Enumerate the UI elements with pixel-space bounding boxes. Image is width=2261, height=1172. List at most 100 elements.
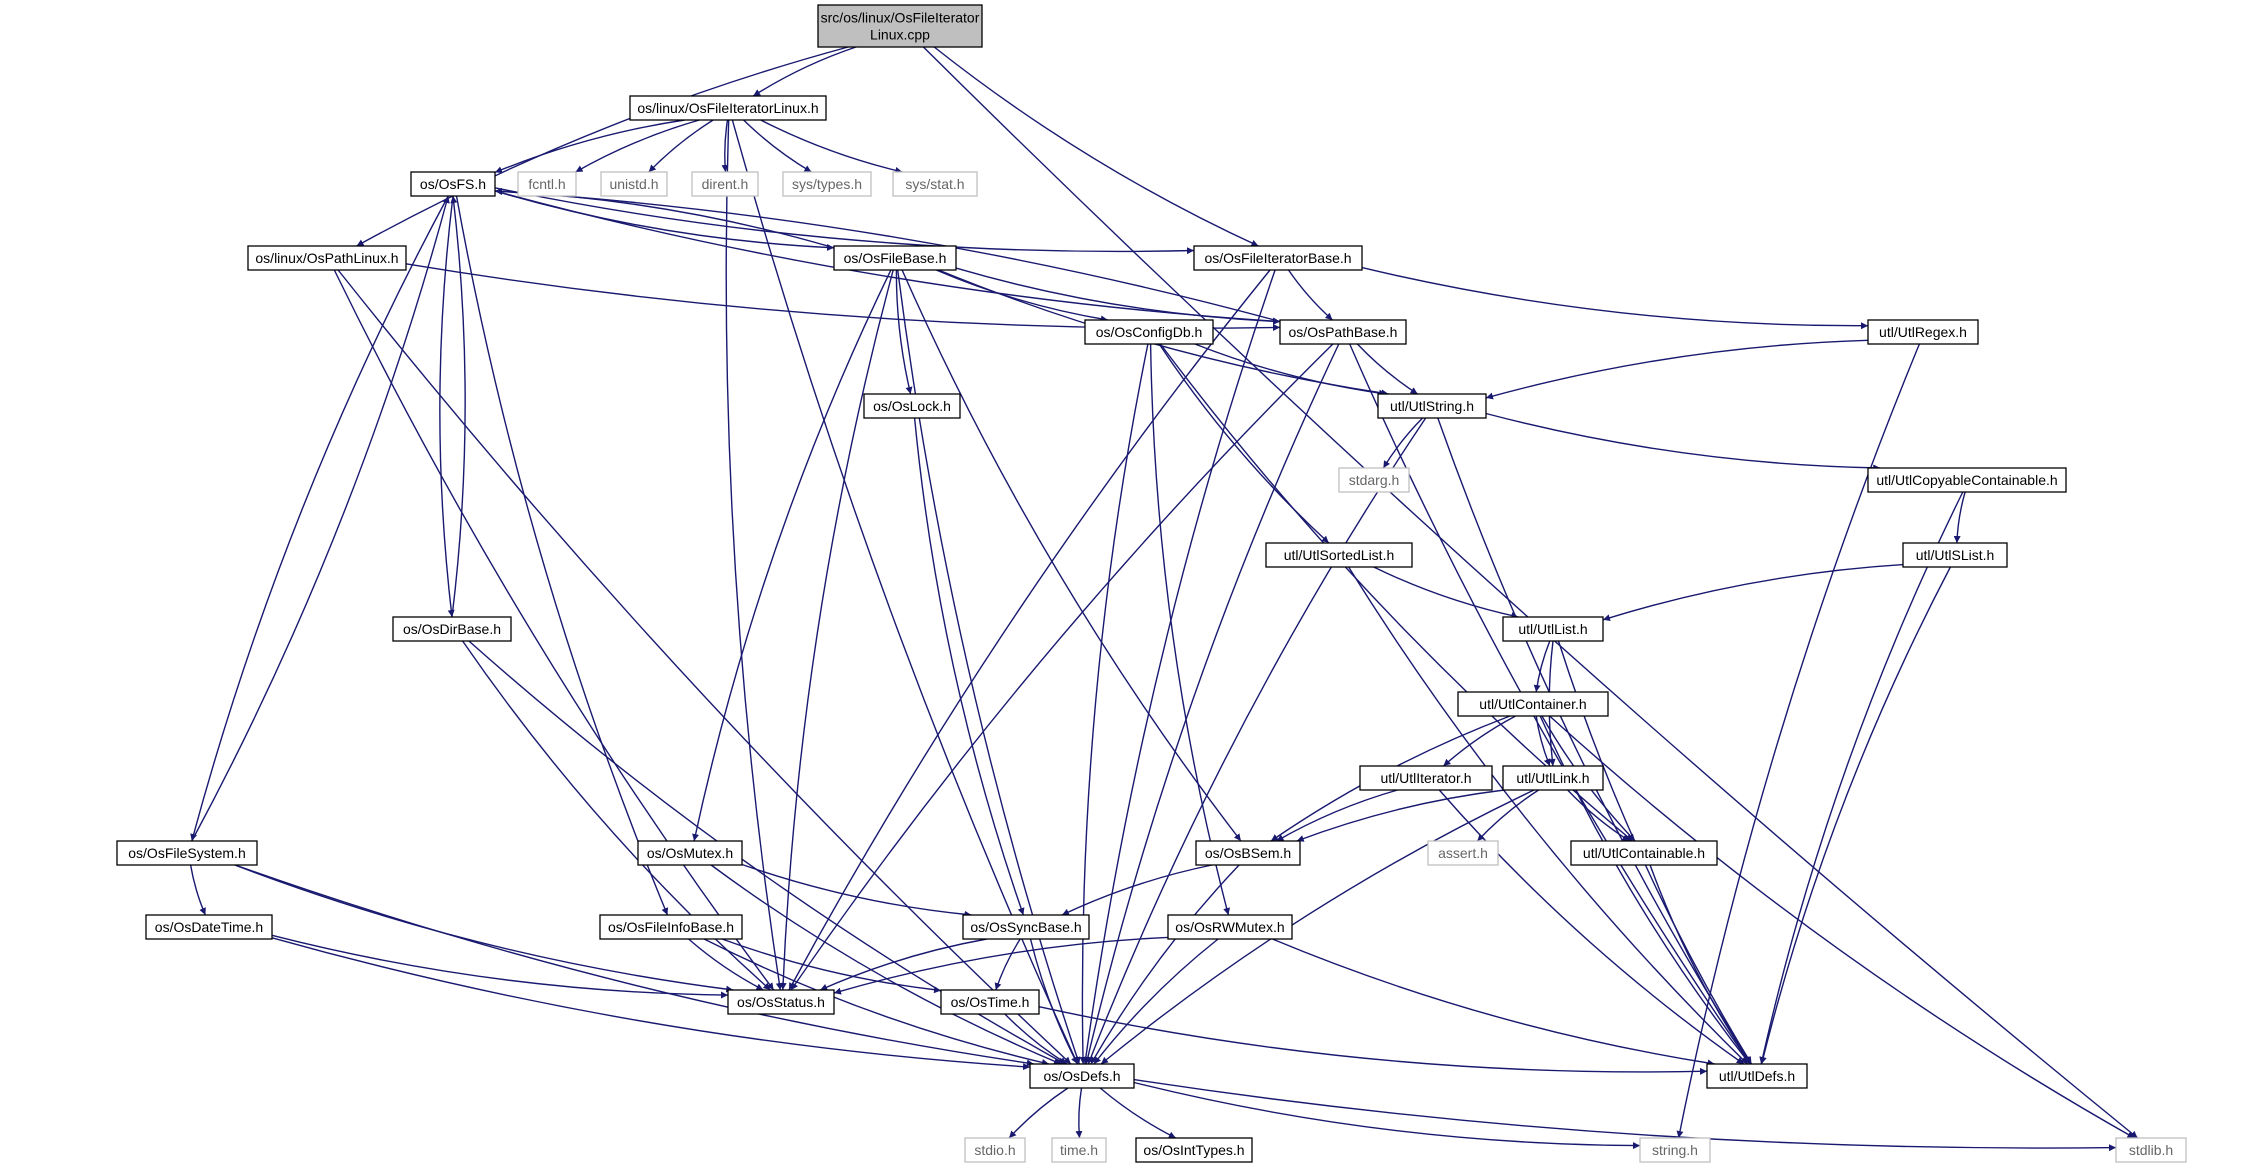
node-oslock[interactable]: os/OsLock.h <box>863 393 961 419</box>
edge-syncbase-to-status <box>819 938 987 991</box>
node-bsem[interactable]: os/OsBSem.h <box>1195 840 1301 866</box>
edge-pathbase-to-osdefs <box>1084 343 1340 1065</box>
node-box <box>1502 616 1604 642</box>
node-label: stdio.h <box>974 1142 1015 1158</box>
node-utlstring[interactable]: utl/UtlString.h <box>1377 393 1487 419</box>
node-fileiterbase[interactable]: os/OsFileIteratorBase.h <box>1193 245 1363 271</box>
node-fcntl: fcntl.h <box>517 171 577 197</box>
node-inttypes[interactable]: os/OsIntTypes.h <box>1135 1137 1253 1163</box>
edge-osdefs-to-stdlib <box>1133 1078 2117 1152</box>
node-label: os/OsFileSystem.h <box>128 845 245 861</box>
node-label: string.h <box>1652 1142 1698 1158</box>
edge-osdefs-to-string <box>1133 1081 1641 1150</box>
edge-osfs-to-dirbase <box>439 195 455 618</box>
node-status[interactable]: os/OsStatus.h <box>727 989 835 1015</box>
node-dirbase[interactable]: os/OsDirBase.h <box>392 616 512 642</box>
node-copycont[interactable]: utl/UtlCopyableContainable.h <box>1867 467 2067 493</box>
node-box <box>1051 1137 1107 1163</box>
node-label: os/OsBSem.h <box>1205 845 1291 861</box>
edge-fileiterlinux-to-dirent <box>721 119 729 173</box>
node-label: os/OsStatus.h <box>737 994 825 1010</box>
node-utlregex[interactable]: utl/UtlRegex.h <box>1867 319 1979 345</box>
edge-osfs-to-filesystem <box>190 195 449 842</box>
node-box <box>1195 840 1301 866</box>
node-configdb[interactable]: os/OsConfigDb.h <box>1084 319 1214 345</box>
edge-filesystem-to-osdefs <box>234 864 1034 1067</box>
edge-syncbase-to-ostime <box>994 938 1021 991</box>
edge-slist-to-utldefs <box>1759 566 1952 1065</box>
node-box <box>1359 765 1493 791</box>
edge-rwmutex-to-osdefs <box>1093 938 1219 1065</box>
edge-fileiterlinux-to-sysstat <box>760 119 903 174</box>
node-utldefs[interactable]: utl/UtlDefs.h <box>1706 1063 1808 1089</box>
edge-filesystem-to-status <box>234 864 734 993</box>
node-label: sys/types.h <box>792 176 862 192</box>
edge-configdb-to-utlstring <box>1194 343 1387 397</box>
node-label: stdlib.h <box>2129 1142 2173 1158</box>
node-box <box>1377 393 1487 419</box>
node-label: utl/UtlRegex.h <box>1879 324 1967 340</box>
node-box <box>1135 1137 1253 1163</box>
edge-fileiterlinux-to-unistd <box>648 119 714 173</box>
edge-filebase-to-mutex <box>692 269 892 842</box>
node-fileiterlinux[interactable]: os/linux/OsFileIteratorLinux.h <box>629 95 827 121</box>
node-osdefs[interactable]: os/OsDefs.h <box>1029 1063 1135 1089</box>
node-label: utl/UtlString.h <box>1390 398 1474 414</box>
edge-dirbase-to-osfs <box>450 195 466 618</box>
node-osfs[interactable]: os/OsFS.h <box>410 171 496 197</box>
node-box <box>727 989 835 1015</box>
node-filesystem[interactable]: os/OsFileSystem.h <box>116 840 258 866</box>
node-label: assert.h <box>1438 845 1488 861</box>
node-ostime[interactable]: os/OsTime.h <box>940 989 1040 1015</box>
node-label: stdarg.h <box>1349 472 1400 488</box>
node-box <box>116 840 258 866</box>
node-label: os/OsIntTypes.h <box>1143 1142 1244 1158</box>
node-utllist[interactable]: utl/UtlList.h <box>1502 616 1604 642</box>
node-label: os/OsSyncBase.h <box>970 919 1081 935</box>
node-syncbase[interactable]: os/OsSyncBase.h <box>962 914 1090 940</box>
edge-fileiterbase-to-status <box>788 269 1271 991</box>
edge-link-to-containable <box>1567 789 1630 842</box>
node-pathlinux[interactable]: os/linux/OsPathLinux.h <box>247 245 407 271</box>
node-label: Linux.cpp <box>870 27 930 43</box>
node-label: sys/stat.h <box>905 176 964 192</box>
edge-ostime-to-utldefs <box>1038 1006 1708 1075</box>
edge-fileiterlinux-to-fcntl <box>575 119 700 173</box>
node-box <box>833 245 957 271</box>
edge-link-to-bsem <box>1296 789 1505 842</box>
node-label: dirent.h <box>702 176 749 192</box>
edge-fileiterbase-to-utlregex <box>1361 266 1869 330</box>
edge-configdb-to-rwmutex <box>1149 343 1231 916</box>
node-box <box>247 245 407 271</box>
edge-datetime-to-status <box>271 934 729 999</box>
edge-utlregex-to-utlstring <box>1485 339 1869 400</box>
node-root[interactable]: src/os/linux/OsFileIteratorLinux.cpp <box>817 4 983 48</box>
node-link[interactable]: utl/UtlLink.h <box>1502 765 1604 791</box>
node-containable[interactable]: utl/UtlContainable.h <box>1570 840 1718 866</box>
edge-pathlinux-to-pathbase <box>405 263 1281 332</box>
edge-configdb-to-osdefs <box>1079 343 1149 1065</box>
node-label: os/OsDefs.h <box>1043 1068 1120 1084</box>
node-datetime[interactable]: os/OsDateTime.h <box>145 914 273 940</box>
edge-osfs-to-filebase <box>494 190 835 251</box>
node-filebase[interactable]: os/OsFileBase.h <box>833 245 957 271</box>
node-rwmutex[interactable]: os/OsRWMutex.h <box>1167 914 1293 940</box>
node-slist[interactable]: utl/UtlSList.h <box>1902 542 2008 568</box>
edge-ostime-to-osdefs <box>1004 1013 1068 1065</box>
edge-utlstring-to-copycont <box>1485 412 1881 472</box>
node-iterator[interactable]: utl/UtlIterator.h <box>1359 765 1493 791</box>
edge-mutex-to-osdefs <box>710 864 1062 1065</box>
node-dirent: dirent.h <box>691 171 759 197</box>
node-sysstat: sys/stat.h <box>892 171 978 197</box>
node-label: time.h <box>1060 1142 1098 1158</box>
edge-filebase-to-osdefs <box>897 269 1081 1065</box>
node-fileinfobase[interactable]: os/OsFileInfoBase.h <box>599 914 743 940</box>
edge-utlstring-to-utldefs <box>1437 417 1752 1065</box>
node-sortedlist[interactable]: utl/UtlSortedList.h <box>1265 542 1413 568</box>
node-mutex[interactable]: os/OsMutex.h <box>637 840 743 866</box>
node-pathbase[interactable]: os/OsPathBase.h <box>1279 319 1407 345</box>
node-label: utl/UtlLink.h <box>1516 770 1589 786</box>
edge-root-to-stdlib <box>922 46 2139 1139</box>
node-container[interactable]: utl/UtlContainer.h <box>1457 691 1609 717</box>
